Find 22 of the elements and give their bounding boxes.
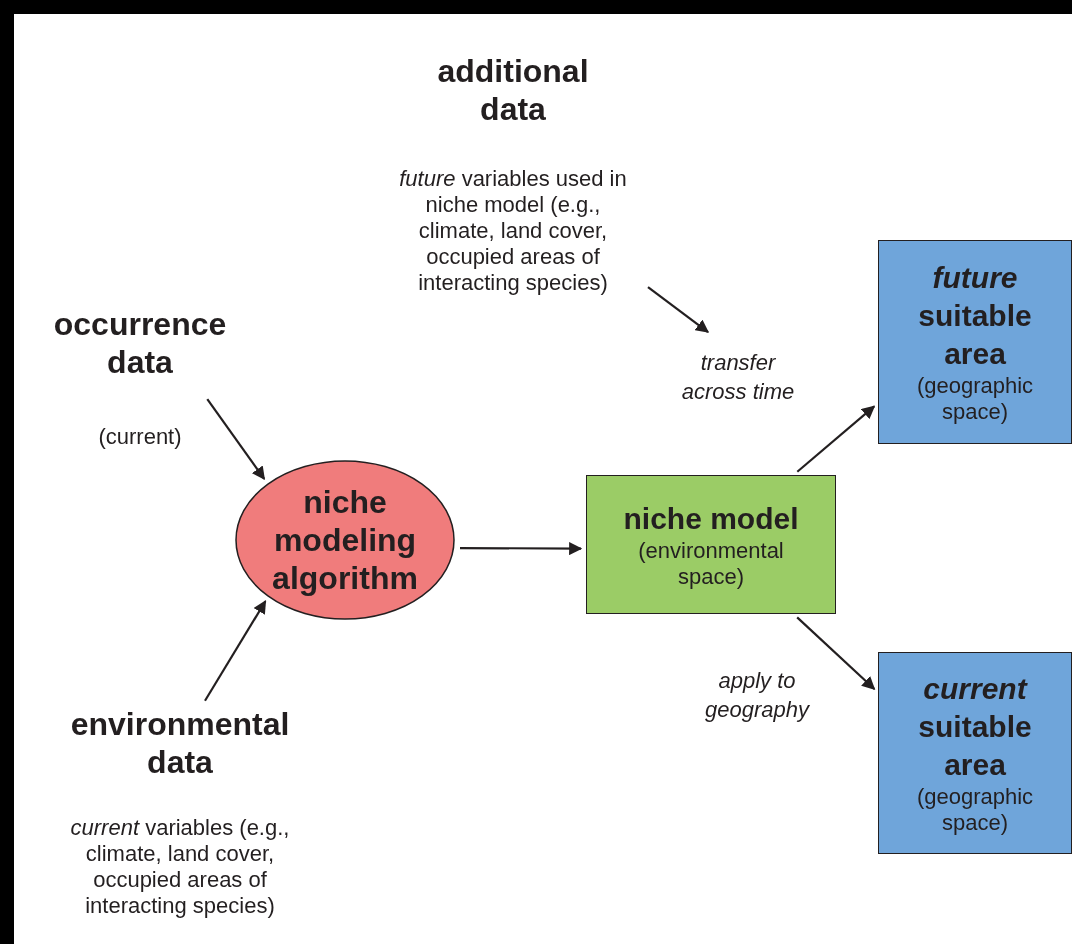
- description: current variables (e.g., climate, land cover, occupied areas of interacting species): [69, 815, 291, 919]
- ellipse-node: [235, 460, 455, 620]
- box-title: current suitable area: [917, 671, 1033, 783]
- box-title: future suitable area: [917, 260, 1033, 372]
- arrow: [204, 600, 267, 702]
- box-title: niche model: [623, 500, 799, 537]
- box-subtitle: (geographic space): [915, 373, 1035, 425]
- heading: environmental data: [69, 705, 291, 781]
- box-subtitle: (geographic space): [915, 784, 1035, 836]
- description: future variables used in niche model (e.g., climate, land cover, occupied areas of interacting species): [398, 166, 628, 296]
- box-subtitle: (environmental space): [637, 537, 785, 590]
- process-box: [878, 240, 1072, 444]
- process-box: [586, 475, 836, 614]
- arrow: [206, 398, 266, 481]
- arrow: [647, 286, 710, 333]
- arrow: [460, 542, 583, 556]
- arrow: [796, 405, 876, 473]
- heading: occurrence data: [52, 305, 228, 381]
- heading: additional data: [436, 52, 590, 128]
- arrow: [796, 616, 876, 690]
- process-box: [878, 652, 1072, 854]
- ellipse-label: niche modeling algorithm: [271, 483, 419, 597]
